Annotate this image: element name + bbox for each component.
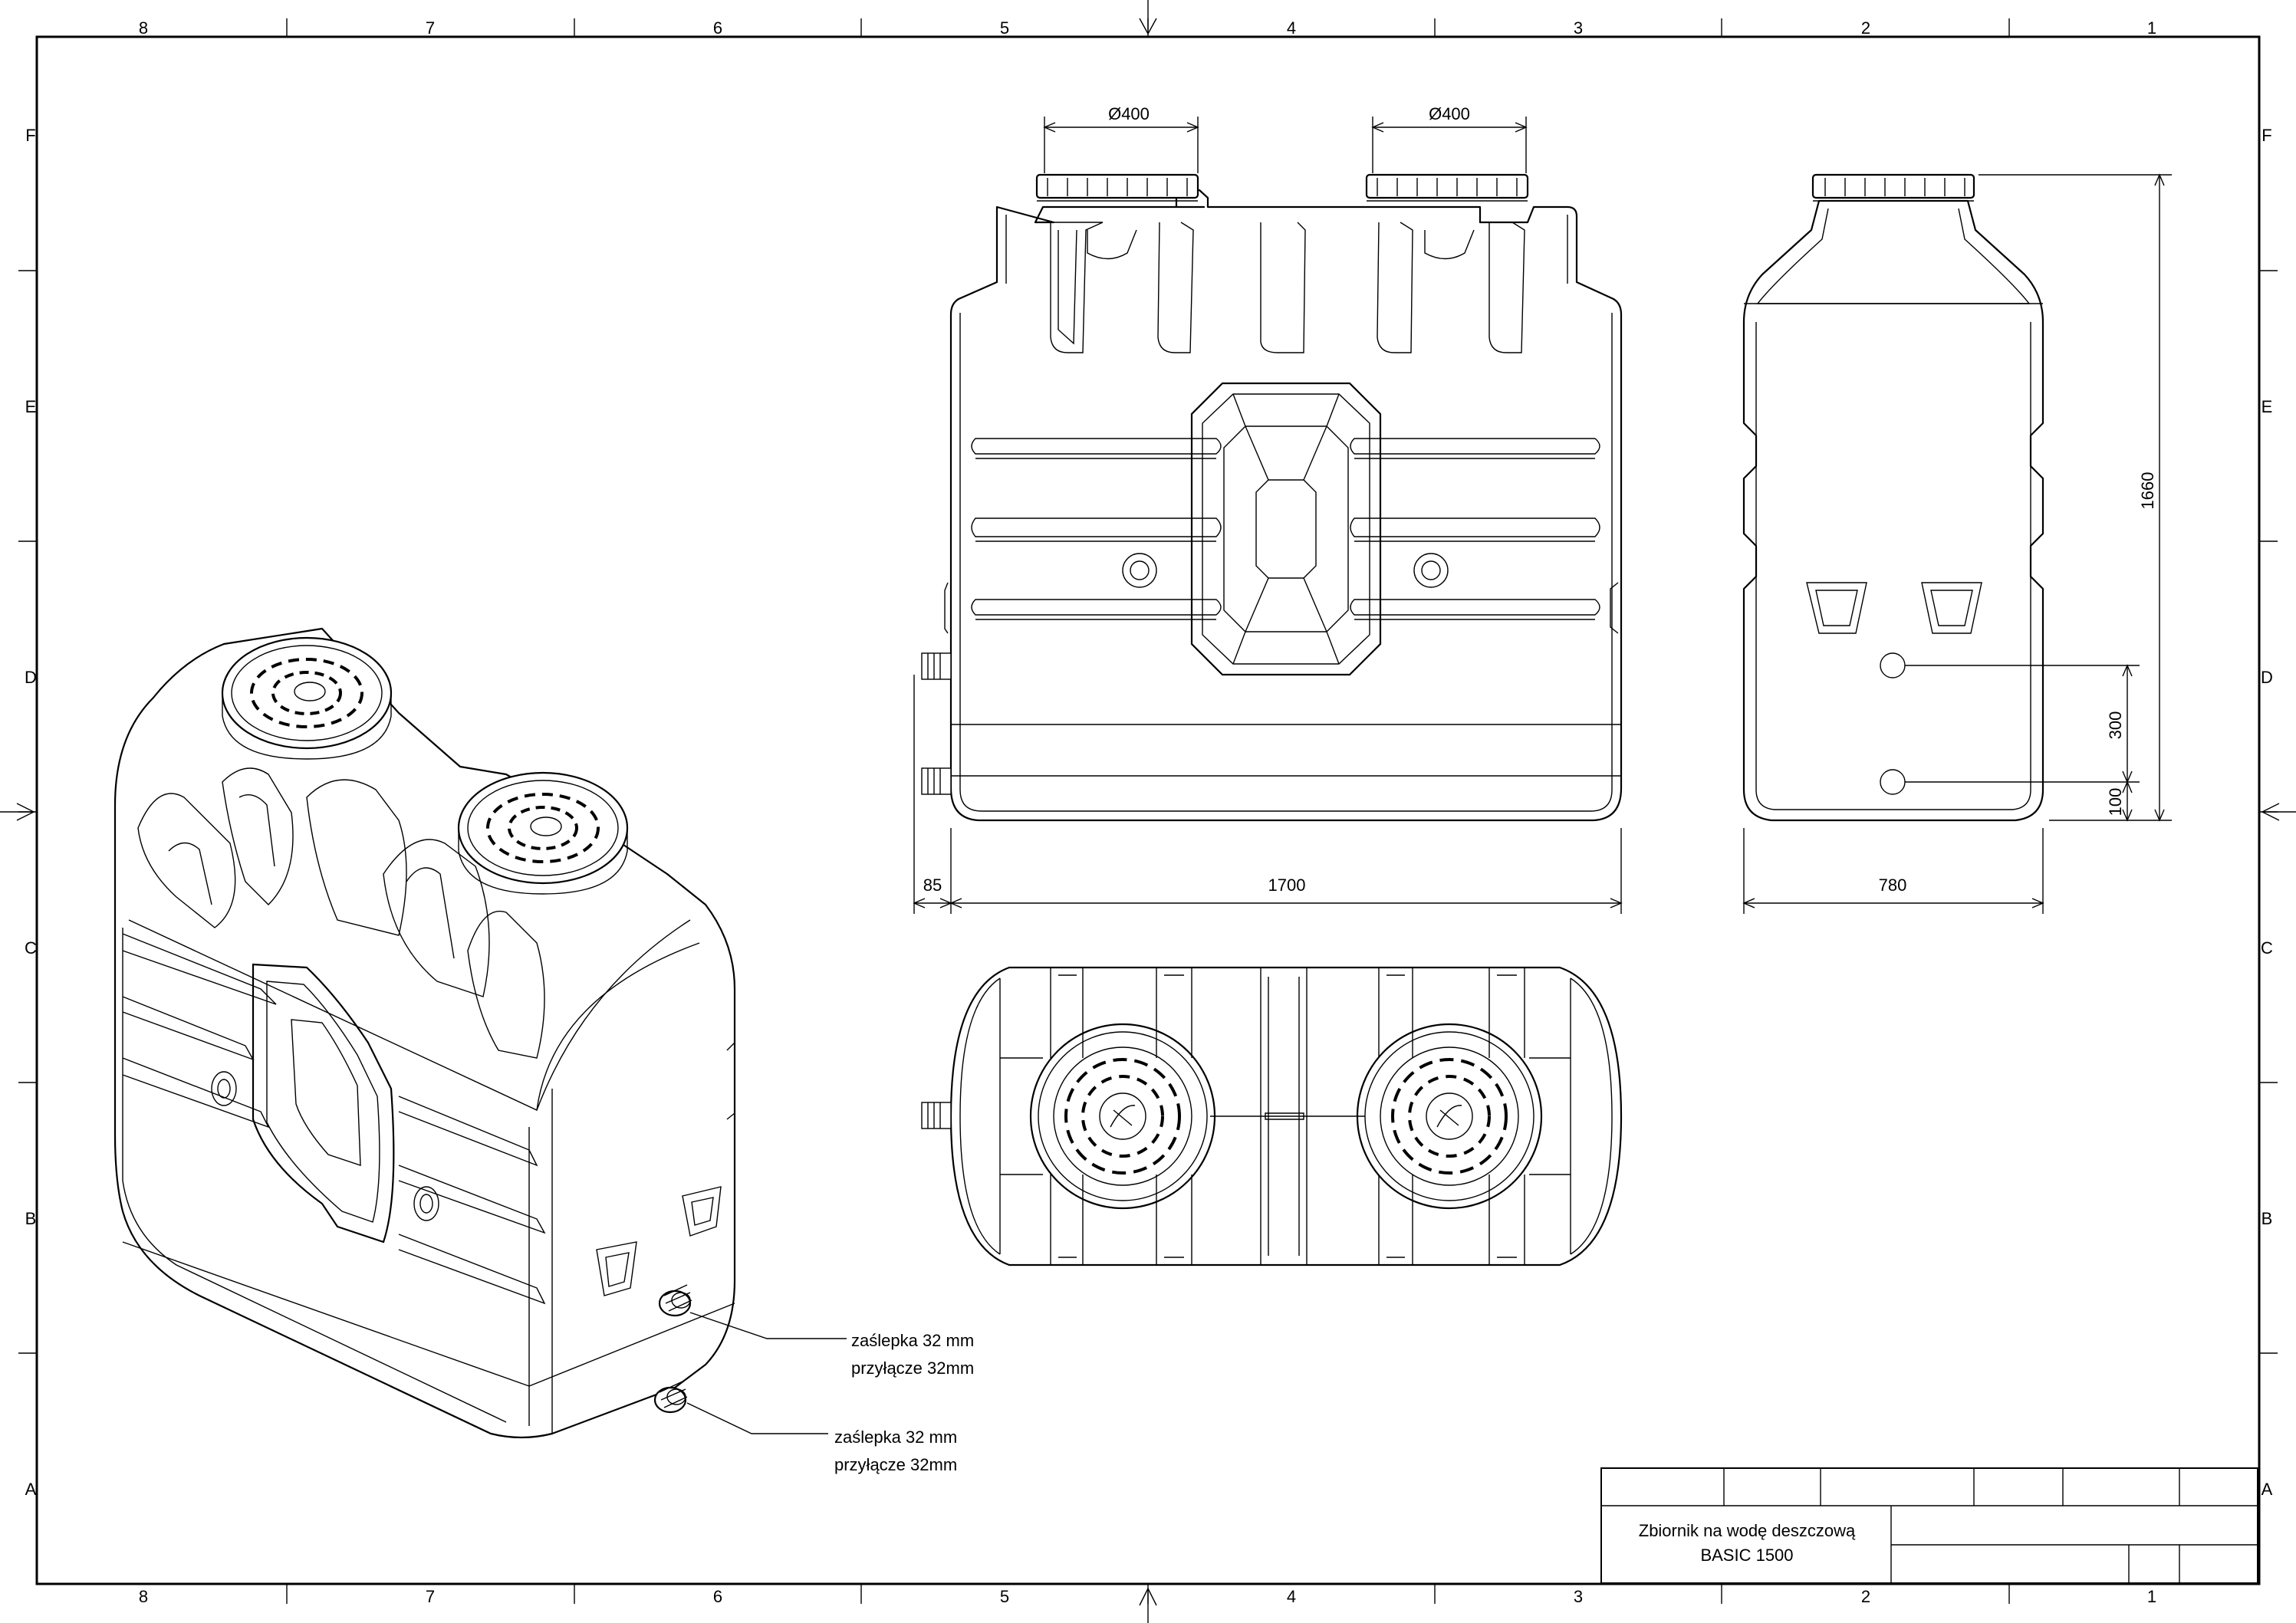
side-view [1742,173,2044,822]
row-label: E [2261,397,2273,416]
column-label: 5 [1000,18,1009,38]
row-label: F [2261,126,2271,145]
row-labels-left: F E D C B A [25,126,37,1499]
column-label: 3 [1574,1587,1583,1606]
iso-lid-back [221,636,393,760]
row-label: E [25,397,37,416]
column-label: 7 [426,1587,435,1606]
column-label: 8 [139,1587,148,1606]
iso-lid-front [457,771,629,895]
column-label: 1 [2147,18,2156,38]
column-label: 4 [1287,1587,1296,1606]
row-label: C [2261,938,2273,958]
row-label: B [2261,1209,2273,1228]
column-label: 2 [1861,1587,1870,1606]
column-label: 4 [1287,18,1296,38]
row-label: C [25,938,37,958]
title-block: Zbiornik na wodę deszczową BASIC 1500 [1600,1467,2258,1584]
column-label: 2 [1861,18,1870,38]
side-view-dimensions: 1660 300 100 780 [1742,173,2172,914]
top-view [921,966,1623,1267]
row-label: F [25,126,35,145]
dimension-height: 1660 [2138,472,2157,510]
column-label: 3 [1574,18,1583,38]
dimension-lid-left: Ø400 [1108,104,1150,123]
title-line-1: Zbiornik na wodę deszczową [1639,1521,1856,1540]
row-label: B [25,1209,37,1228]
dimension-offset: 85 [923,876,942,895]
note-lower-line1: zaślepka 32 mm [834,1428,957,1447]
row-label: D [25,668,37,687]
iso-fitting-lower [653,1381,688,1414]
note-upper-line1: zaślepka 32 mm [851,1331,974,1350]
row-labels-right: F E D C B A [2261,126,2273,1499]
column-label: 6 [713,1587,722,1606]
top-lid-left [1029,1023,1216,1210]
iso-fitting-upper [658,1284,692,1317]
note-lower-line2: przyłącze 32mm [834,1455,957,1474]
dimension-width: 780 [1879,876,1907,895]
isometric-view [113,627,736,1439]
column-labels-bottom: 8 7 6 5 4 3 2 1 [139,1587,2156,1606]
column-label: 6 [713,18,722,38]
column-label: 5 [1000,1587,1009,1606]
row-label: A [2261,1480,2273,1499]
row-label: D [2261,668,2273,687]
note-upper-line2: przyłącze 32mm [851,1359,974,1378]
title-line-2: BASIC 1500 [1700,1546,1793,1565]
dimension-outlet-bottom: 100 [2106,788,2125,816]
top-lid-right [1356,1023,1543,1210]
dimension-lid-right: Ø400 [1429,104,1470,123]
row-label: A [25,1480,37,1499]
front-view [921,173,1623,822]
column-label: 7 [426,18,435,38]
annotations: zaślepka 32 mm przyłącze 32mm zaślepka 3… [686,1312,974,1474]
dimension-length: 1700 [1268,876,1306,895]
front-view-dimensions: Ø400 Ø400 85 1700 [913,104,1623,914]
column-label: 1 [2147,1587,2156,1606]
column-label: 8 [139,18,148,38]
column-labels-top: 8 7 6 5 4 3 2 1 [139,18,2156,38]
dimension-outlet-spacing: 300 [2106,711,2125,740]
